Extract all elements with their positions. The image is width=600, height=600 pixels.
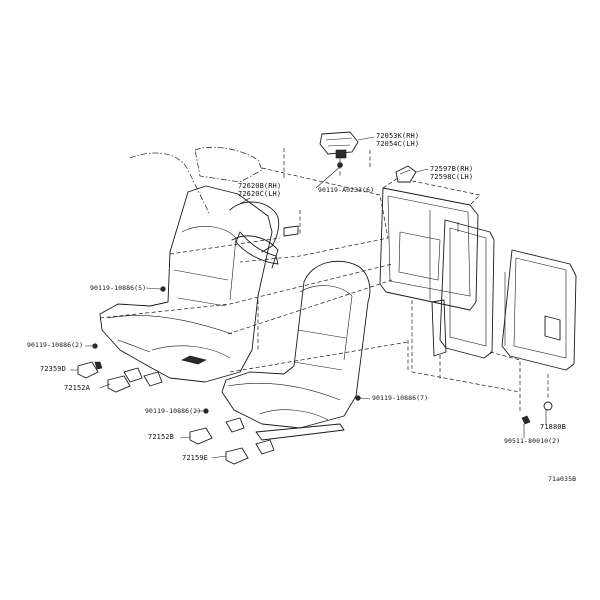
seat-foot-cover-72152a xyxy=(107,367,163,393)
seatback-trim-strip xyxy=(235,231,279,265)
label-90119-10886-5: 90119-10886(5) xyxy=(90,284,147,292)
front-right-seat xyxy=(221,260,371,441)
label-90119-10886-2-left: 90119-10886(2) xyxy=(27,341,84,349)
label-71880b: 71880B xyxy=(540,423,566,431)
rear-seatback-panel-large xyxy=(379,177,481,311)
label-72598c: 72598C(LH) xyxy=(430,173,474,181)
label-90119-10886-2-right: 90119-10886(2) xyxy=(145,407,202,415)
label-72152b: 72152B xyxy=(148,433,174,441)
label-90511-80010: 90511-80010(2) xyxy=(504,437,561,445)
label-72620c: 72620C(LH) xyxy=(238,190,282,198)
screw-left-mid xyxy=(92,343,98,349)
label-72159e: 72159E xyxy=(182,454,208,462)
label-72359d: 72359D xyxy=(40,365,66,373)
floor-edge-line xyxy=(99,237,393,319)
label-72620b: 72620B(RH) xyxy=(238,182,282,190)
leader-lines xyxy=(70,136,547,459)
floor-layout-line xyxy=(129,152,211,216)
console-outline xyxy=(239,167,389,263)
rear-panel-leader-lines xyxy=(407,300,549,412)
figure-code: 71a035B xyxy=(548,475,577,483)
screw-right-mid xyxy=(203,408,209,414)
screw-left-upper xyxy=(160,286,166,292)
rear-seatback-panel-small xyxy=(501,249,577,371)
label-90119-10886-7: 90119-10886(7) xyxy=(372,394,429,402)
seat-track-bracket xyxy=(283,225,299,237)
vertical-guide-lines xyxy=(257,148,371,352)
label-72152a: 72152A xyxy=(64,384,90,392)
label-72053k: 72053K(RH) xyxy=(376,132,420,140)
front-left-seat xyxy=(99,185,280,383)
screw-90119-a0233 xyxy=(337,162,343,168)
screw-90511 xyxy=(521,415,531,425)
seat-foot-cover-72159e xyxy=(225,439,275,465)
seat-foot-cover-72152b xyxy=(189,417,245,445)
rear-seatback-panel-middle xyxy=(431,219,495,359)
lower-edge-line xyxy=(227,279,409,373)
seat-rail-cover-part xyxy=(319,131,359,159)
label-72054c: 72054C(LH) xyxy=(376,140,420,148)
label-72597b: 72597B(RH) xyxy=(430,165,474,173)
seat-side-cover-part xyxy=(395,165,417,183)
screw-rear-right xyxy=(355,395,361,401)
floor-layout-line-2 xyxy=(194,146,263,183)
label-90119-a0233: 90119-A0233(6) xyxy=(318,186,375,194)
adjuster-knob-72359d xyxy=(77,361,103,379)
clip-71880b xyxy=(543,401,553,411)
